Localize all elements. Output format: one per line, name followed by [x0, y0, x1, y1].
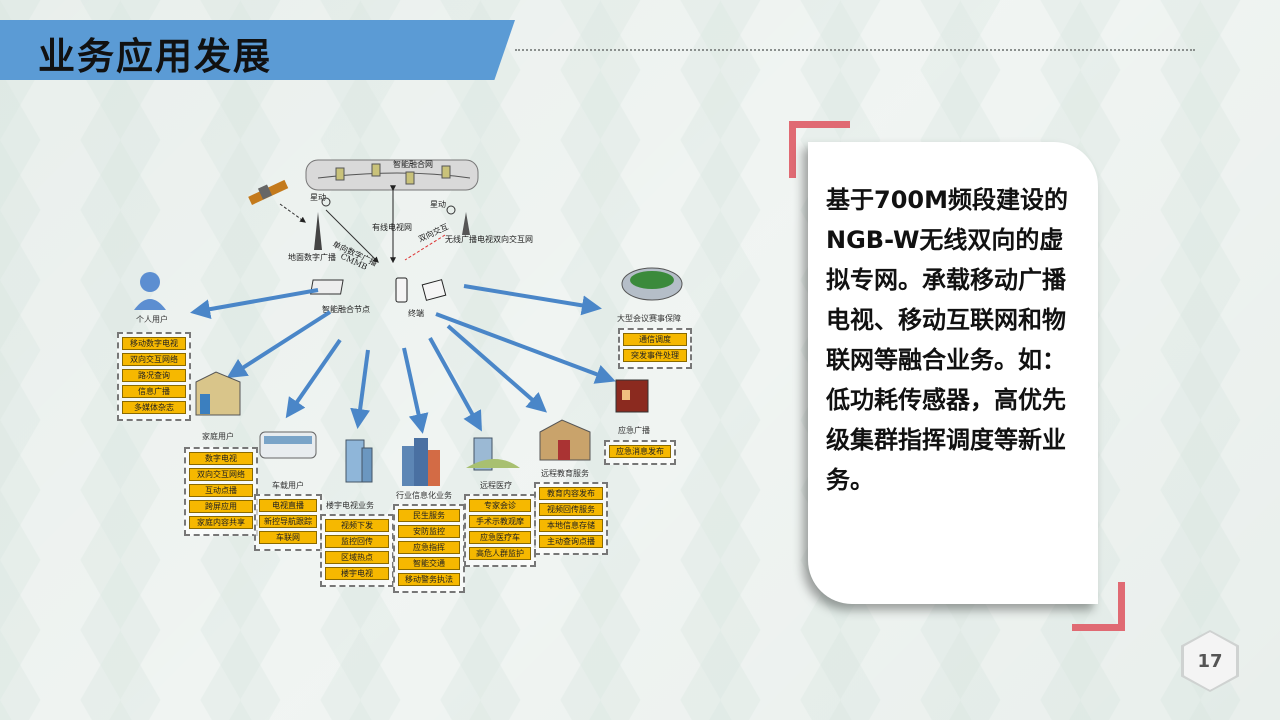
medical-service-list: 专家会诊 手术示教观摩 应急医疗车 高危人群监护 — [464, 494, 536, 567]
list-item: 路况查询 — [122, 369, 186, 382]
list-item: 主动查询点播 — [539, 535, 603, 548]
school-icon — [539, 419, 591, 461]
emergency-building-icon — [615, 379, 649, 413]
list-item: 数字电视 — [189, 452, 253, 465]
distribution-arrows — [190, 284, 616, 434]
list-item: 应急指挥 — [398, 541, 460, 554]
description-card — [808, 142, 1098, 604]
satellite-right-label: 星动 — [430, 199, 446, 209]
list-item: 家庭内容共享 — [189, 516, 253, 529]
list-item: 视频下发 — [325, 519, 389, 532]
list-item: 移动数字电视 — [122, 337, 186, 350]
list-item: 互动点播 — [189, 484, 253, 497]
list-item: 民生服务 — [398, 509, 460, 522]
building-caption: 楼宇电视业务 — [326, 501, 374, 510]
list-item: 多媒体杂志 — [122, 401, 186, 414]
list-item: 突发事件处理 — [623, 349, 687, 362]
list-item: 移动警务执法 — [398, 573, 460, 586]
card-bracket-bottom-right — [1072, 582, 1125, 631]
education-caption: 远程教育服务 — [541, 469, 589, 478]
card-bracket-top-left — [789, 121, 850, 178]
bus-icon — [259, 431, 317, 459]
list-item: 电视直播 — [259, 499, 317, 512]
list-item: 信息广播 — [122, 385, 186, 398]
list-item: 视频回传服务 — [539, 503, 603, 516]
list-item: 车联网 — [259, 531, 317, 544]
list-item: 高危人群监护 — [469, 547, 531, 560]
personal-caption: 个人用户 — [136, 315, 168, 324]
education-service-list: 教育内容发布 视频回传服务 本地信息存储 主动查询点播 — [534, 482, 608, 555]
fusion-network-cloud: 智能融合网 — [305, 159, 479, 191]
fusion-node-label: 智能融合节点 — [322, 304, 370, 314]
list-item: 应急医疗车 — [469, 531, 531, 544]
wireless-label: 无线广播电视双向交互网 — [445, 234, 533, 244]
title-banner — [0, 20, 515, 80]
home-caption: 家庭用户 — [202, 432, 234, 441]
terrestrial-label: 地面数字广播 — [288, 252, 336, 262]
home-icon — [195, 371, 241, 416]
list-item: 安防监控 — [398, 525, 460, 538]
building-service-list: 视频下发 监控回传 区域热点 楼宇电视 — [320, 514, 394, 587]
event-service-list: 通信调度 突发事件处理 — [618, 328, 692, 369]
list-item: 应急消息发布 — [609, 445, 671, 458]
list-item: 双向交互网络 — [189, 468, 253, 481]
broadcast-tower-icon — [314, 212, 322, 250]
building-icon — [345, 439, 373, 483]
satellite-left-label: 星动 — [310, 192, 326, 202]
home-service-list: 数字电视 双向交互网络 互动点播 跨屏应用 家庭内容共享 — [184, 447, 258, 536]
satellite-icon — [248, 179, 289, 205]
list-item: 楼宇电视 — [325, 567, 389, 580]
list-item: 通信调度 — [623, 333, 687, 346]
list-item: 教育内容发布 — [539, 487, 603, 500]
list-item: 本地信息存储 — [539, 519, 603, 532]
vehicle-service-list: 电视直播 新控导航跟踪 车联网 — [254, 494, 322, 551]
list-item: 双向交互网络 — [122, 353, 186, 366]
hospital-icon — [466, 437, 520, 471]
terminal-label: 终端 — [408, 308, 424, 318]
industry-service-list: 民生服务 安防监控 应急指挥 智能交通 移动警务执法 — [393, 504, 465, 593]
list-item: 手术示教观摩 — [469, 515, 531, 528]
list-item: 新控导航跟踪 — [259, 515, 317, 528]
list-item: 区域热点 — [325, 551, 389, 564]
list-item: 专家会诊 — [469, 499, 531, 512]
industry-caption: 行业信息化业务 — [396, 491, 452, 500]
stadium-icon — [621, 267, 683, 301]
medical-caption: 远程医疗 — [480, 481, 512, 490]
list-item: 智能交通 — [398, 557, 460, 570]
personal-service-list: 移动数字电视 双向交互网络 路况查询 信息广播 多媒体杂志 — [117, 332, 191, 421]
description-text: 基于700M频段建设的NGB-W无线双向的虚拟专网。承载移动广播电视、移动互联网… — [826, 186, 1068, 494]
emergency-service-list: 应急消息发布 — [604, 440, 676, 465]
network-diagram: 智能融合网 有线电视网 星动 地面数字广播 单向数字广播 CMMB 星动 无线广… — [134, 159, 683, 486]
terminal-icon — [395, 277, 447, 303]
wireless-tower-icon — [462, 212, 470, 235]
city-buildings-icon — [402, 438, 440, 486]
emergency-caption: 应急广播 — [618, 426, 650, 435]
fusion-node-icon — [310, 279, 344, 295]
event-caption: 大型会议赛事保障 — [617, 314, 681, 323]
cable-label: 有线电视网 — [372, 222, 412, 232]
network-label: 智能融合网 — [393, 159, 433, 169]
title-divider — [515, 49, 1195, 51]
personal-user-icon — [134, 272, 166, 310]
list-item: 跨屏应用 — [189, 500, 253, 513]
list-item: 监控回传 — [325, 535, 389, 548]
vehicle-caption: 车载用户 — [272, 481, 304, 490]
page-title: 业务应用发展 — [38, 35, 272, 78]
